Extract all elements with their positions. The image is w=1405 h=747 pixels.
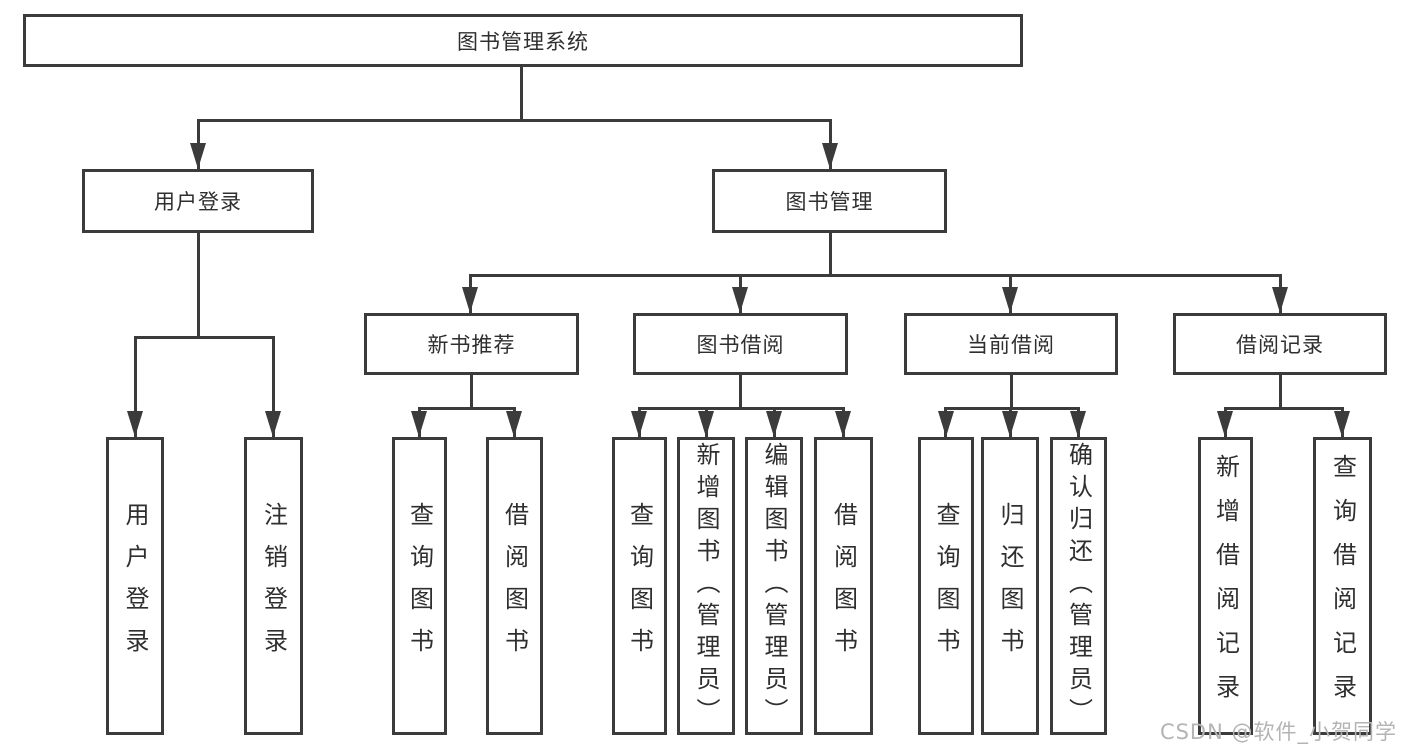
leaf-query-books-2: 查询图书 (612, 437, 667, 735)
arrow-down-icon (1334, 411, 1350, 437)
connector (1279, 375, 1282, 407)
connector (197, 233, 200, 336)
node-label: 图书管理系统 (457, 29, 589, 54)
node-label: 编辑图书（管理员） (760, 442, 788, 730)
node-label: 查询图书 (932, 502, 960, 670)
leaf-query-books-3: 查询图书 (918, 437, 974, 735)
connector (1224, 407, 1344, 410)
node-label: 用户登录 (121, 502, 149, 670)
node-label: 查询图书 (405, 502, 434, 670)
connector (944, 407, 1080, 410)
arrow-down-icon (1272, 287, 1288, 313)
node-label: 查询图书 (625, 502, 654, 670)
arrow-down-icon (698, 411, 714, 437)
node-label: 注销登录 (259, 502, 288, 670)
csdn-watermark: CSDN @软件_小贺同学 (1159, 720, 1397, 744)
connector (520, 66, 523, 122)
arrow-down-icon (1002, 287, 1018, 313)
node-label: 新增图书（管理员） (692, 442, 720, 730)
arrow-down-icon (822, 143, 838, 169)
arrow-down-icon (411, 411, 427, 437)
connector (418, 407, 516, 410)
arrow-down-icon (766, 411, 782, 437)
connector (134, 336, 137, 437)
connector (197, 119, 831, 122)
arrow-down-icon (190, 143, 206, 169)
arrow-down-icon (631, 411, 647, 437)
arrow-down-icon (938, 411, 954, 437)
arrow-down-icon (462, 287, 478, 313)
connector (739, 375, 742, 407)
node-new-book-recommend: 新书推荐 (364, 313, 579, 375)
arrow-down-icon (1070, 411, 1086, 437)
leaf-query-borrow-record: 查询借阅记录 (1313, 437, 1372, 735)
arrow-down-icon (732, 287, 748, 313)
connector (638, 407, 845, 410)
leaf-borrow-books-1: 借阅图书 (486, 437, 543, 735)
node-book-management: 图书管理 (712, 169, 947, 233)
node-label: 借阅图书 (500, 502, 529, 670)
node-label: 新书推荐 (427, 333, 516, 357)
node-label: 新增借阅记录 (1211, 454, 1240, 718)
node-current-borrowing: 当前借阅 (904, 313, 1118, 375)
node-label: 当前借阅 (967, 333, 1055, 357)
node-user-login: 用户登录 (82, 169, 314, 233)
node-label: 借阅记录 (1236, 333, 1324, 357)
leaf-edit-books-admin: 编辑图书（管理员） (745, 437, 803, 735)
connector (1010, 375, 1013, 407)
node-label: 图书借阅 (696, 333, 785, 357)
connector (469, 274, 1282, 277)
leaf-logout: 注销登录 (244, 437, 303, 735)
connector (829, 233, 832, 274)
node-label: 查询借阅记录 (1328, 454, 1357, 718)
arrow-down-icon (127, 411, 143, 437)
leaf-add-borrow-record: 新增借阅记录 (1198, 437, 1253, 735)
node-label: 确认归还（管理员） (1064, 442, 1093, 730)
node-borrowing-records: 借阅记录 (1173, 313, 1387, 375)
node-label: 归还图书 (996, 502, 1024, 670)
node-root-system: 图书管理系统 (23, 14, 1023, 67)
leaf-confirm-return-admin: 确认归还（管理员） (1050, 437, 1107, 735)
node-book-borrowing: 图书借阅 (633, 313, 848, 375)
arrow-down-icon (1002, 411, 1018, 437)
node-label: 借阅图书 (829, 502, 858, 670)
leaf-query-books-1: 查询图书 (392, 437, 447, 735)
leaf-user-login: 用户登录 (106, 437, 164, 735)
connector (470, 375, 473, 407)
arrow-down-icon (1217, 411, 1233, 437)
leaf-add-books-admin: 新增图书（管理员） (677, 437, 735, 735)
node-label: 图书管理 (785, 190, 874, 214)
connector (272, 336, 275, 437)
arrow-down-icon (835, 411, 851, 437)
leaf-return-books: 归还图书 (981, 437, 1039, 735)
connector (134, 336, 275, 339)
arrow-down-icon (265, 411, 281, 437)
arrow-down-icon (506, 411, 522, 437)
leaf-borrow-books-2: 借阅图书 (814, 437, 873, 735)
node-label: 用户登录 (154, 190, 242, 214)
